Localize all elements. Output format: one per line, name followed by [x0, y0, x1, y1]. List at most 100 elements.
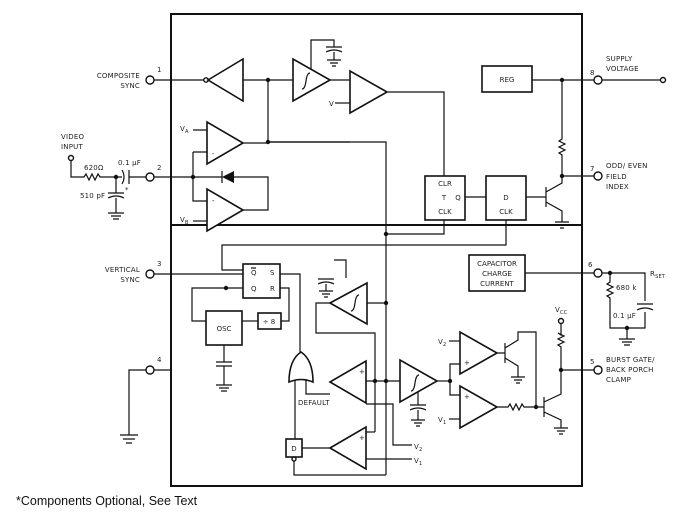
reg-label: REG	[500, 76, 515, 84]
video-input-terminal[interactable]	[67, 154, 75, 162]
ref-v2-label: V2	[438, 338, 446, 348]
pin-1-composite-sync[interactable]: COMPOSITE SYNC 1	[97, 66, 162, 90]
ground-icon	[555, 221, 569, 229]
sr-s: S	[270, 269, 275, 277]
pin-8-number: 8	[590, 69, 594, 77]
ref-v2-label: V2	[414, 443, 422, 453]
clamp-diode-icon	[222, 171, 234, 183]
base-resistor	[497, 402, 544, 412]
rset-resistor-value: 680 k	[616, 284, 637, 292]
burst-transistor-icon	[543, 370, 562, 428]
input-resistor-value: 620Ω	[84, 164, 104, 172]
vcc-pullup-resistor	[556, 324, 566, 370]
pin-3-label-line2: SYNC	[120, 276, 140, 284]
pin-6-number: 6	[588, 261, 593, 269]
rset-resistor	[605, 273, 646, 329]
rset-label: RSET	[650, 270, 666, 280]
junction-dot	[372, 378, 378, 384]
junction-dot	[223, 285, 229, 291]
video-input-label-line2: INPUT	[61, 143, 83, 151]
pin-5-number: 5	[590, 358, 594, 366]
minus-sign: -	[212, 150, 215, 158]
plus-sign: +	[464, 359, 470, 367]
ground-icon	[554, 427, 568, 435]
pin-1-number: 1	[157, 66, 161, 74]
pin-6-terminal[interactable]	[593, 268, 603, 278]
ref-v1-label: V1	[438, 416, 446, 426]
sr-q: Q	[251, 285, 257, 293]
filter-capacitor-value: 510 pF	[80, 192, 105, 200]
t-flip-flop	[424, 175, 466, 221]
pin-3-vertical-sync[interactable]: VERTICAL SYNC 3	[105, 260, 162, 284]
coupling-capacitor	[121, 169, 146, 185]
comparator-d	[328, 425, 367, 471]
pin-7-terminal[interactable]	[593, 171, 603, 181]
pin-8-terminal[interactable]	[593, 75, 603, 85]
pin-1-label-line2: SYNC	[120, 82, 140, 90]
pin-6-rset[interactable]: 6	[588, 261, 603, 278]
pin-5-terminal[interactable]	[593, 365, 603, 375]
comparator-v1	[459, 384, 499, 430]
t-ff-q: Q	[455, 194, 461, 202]
pin-4-ground[interactable]: 4	[120, 356, 171, 444]
pin-3-number: 3	[157, 260, 161, 268]
footnote: *Components Optional, See Text	[16, 494, 198, 508]
ref-vb-label: VB	[180, 216, 189, 226]
ref-v1-label: V1	[414, 457, 422, 467]
supply-terminal[interactable]	[659, 76, 667, 84]
pin-5-burst-gate[interactable]: 5 BURST GATE/ BACK PORCH CLAMP	[590, 356, 655, 384]
junction-dot	[383, 378, 389, 384]
junction-dot	[383, 231, 389, 237]
integrator-symbol-icon	[350, 294, 360, 312]
pin-8-supply-voltage[interactable]: 8 SUPPLY VOLTAGE	[590, 55, 667, 85]
comparator-v2	[459, 330, 499, 376]
pin-8-label-line1: SUPPLY	[606, 55, 633, 63]
d-ff-d: D	[503, 194, 508, 202]
pin-1-terminal[interactable]	[145, 75, 155, 85]
pin-2[interactable]: 2	[145, 164, 161, 182]
sr-latch	[242, 263, 281, 299]
sr-qbar: Q	[251, 269, 257, 277]
regulator-block	[481, 65, 533, 93]
osc-label: OSC	[217, 325, 232, 333]
pin-7-label-line3: INDEX	[606, 183, 629, 191]
pin-8-label-line2: VOLTAGE	[606, 65, 639, 73]
comparator-vb	[206, 187, 245, 233]
pin-7-label-line2: FIELD	[606, 173, 627, 181]
junction-dot	[533, 404, 539, 410]
d-small-label: D	[291, 445, 296, 453]
pin-3-label-line1: VERTICAL	[105, 266, 140, 274]
pin-5-label-line3: CLAMP	[606, 376, 631, 384]
pin-2-terminal[interactable]	[145, 172, 155, 182]
integrator-vertical	[328, 281, 368, 326]
vcc-label: VCC	[555, 306, 568, 316]
sr-r: R	[270, 285, 275, 293]
default-label: DEFAULT	[298, 399, 330, 407]
t-ff-t: T	[441, 194, 447, 202]
pin-7-odd-even-field-index[interactable]: 7 ODD/ EVEN FIELD INDEX	[590, 162, 648, 191]
inverted-clock-bubble	[291, 456, 297, 462]
d-ff-clk: CLK	[499, 208, 513, 216]
video-input-label-line1: VIDEO	[61, 133, 84, 141]
pin-1-label-line1: COMPOSITE	[97, 72, 140, 80]
or-gate	[288, 351, 314, 384]
ground-icon	[619, 328, 635, 346]
pullup-resistor	[557, 80, 567, 176]
input-resistor	[70, 161, 122, 182]
comparator-default	[328, 359, 367, 405]
integrator-comparator	[292, 57, 332, 103]
pin-4-terminal[interactable]	[145, 365, 155, 375]
rset-capacitor	[636, 303, 654, 311]
ref-v-label: V	[329, 100, 334, 108]
ground-capacitor-icon	[325, 46, 343, 67]
pin-2-number: 2	[157, 164, 161, 172]
optional-mark: *	[125, 186, 129, 194]
pin-7-number: 7	[590, 165, 594, 173]
cap-charge-line1: CAPACITOR	[477, 260, 517, 268]
plus-sign: +	[464, 393, 470, 401]
pin-3-terminal[interactable]	[145, 269, 155, 279]
pulldown-transistor-icon	[497, 331, 537, 407]
oscillator-block	[205, 310, 243, 346]
integrator-symbol-icon	[301, 72, 311, 90]
